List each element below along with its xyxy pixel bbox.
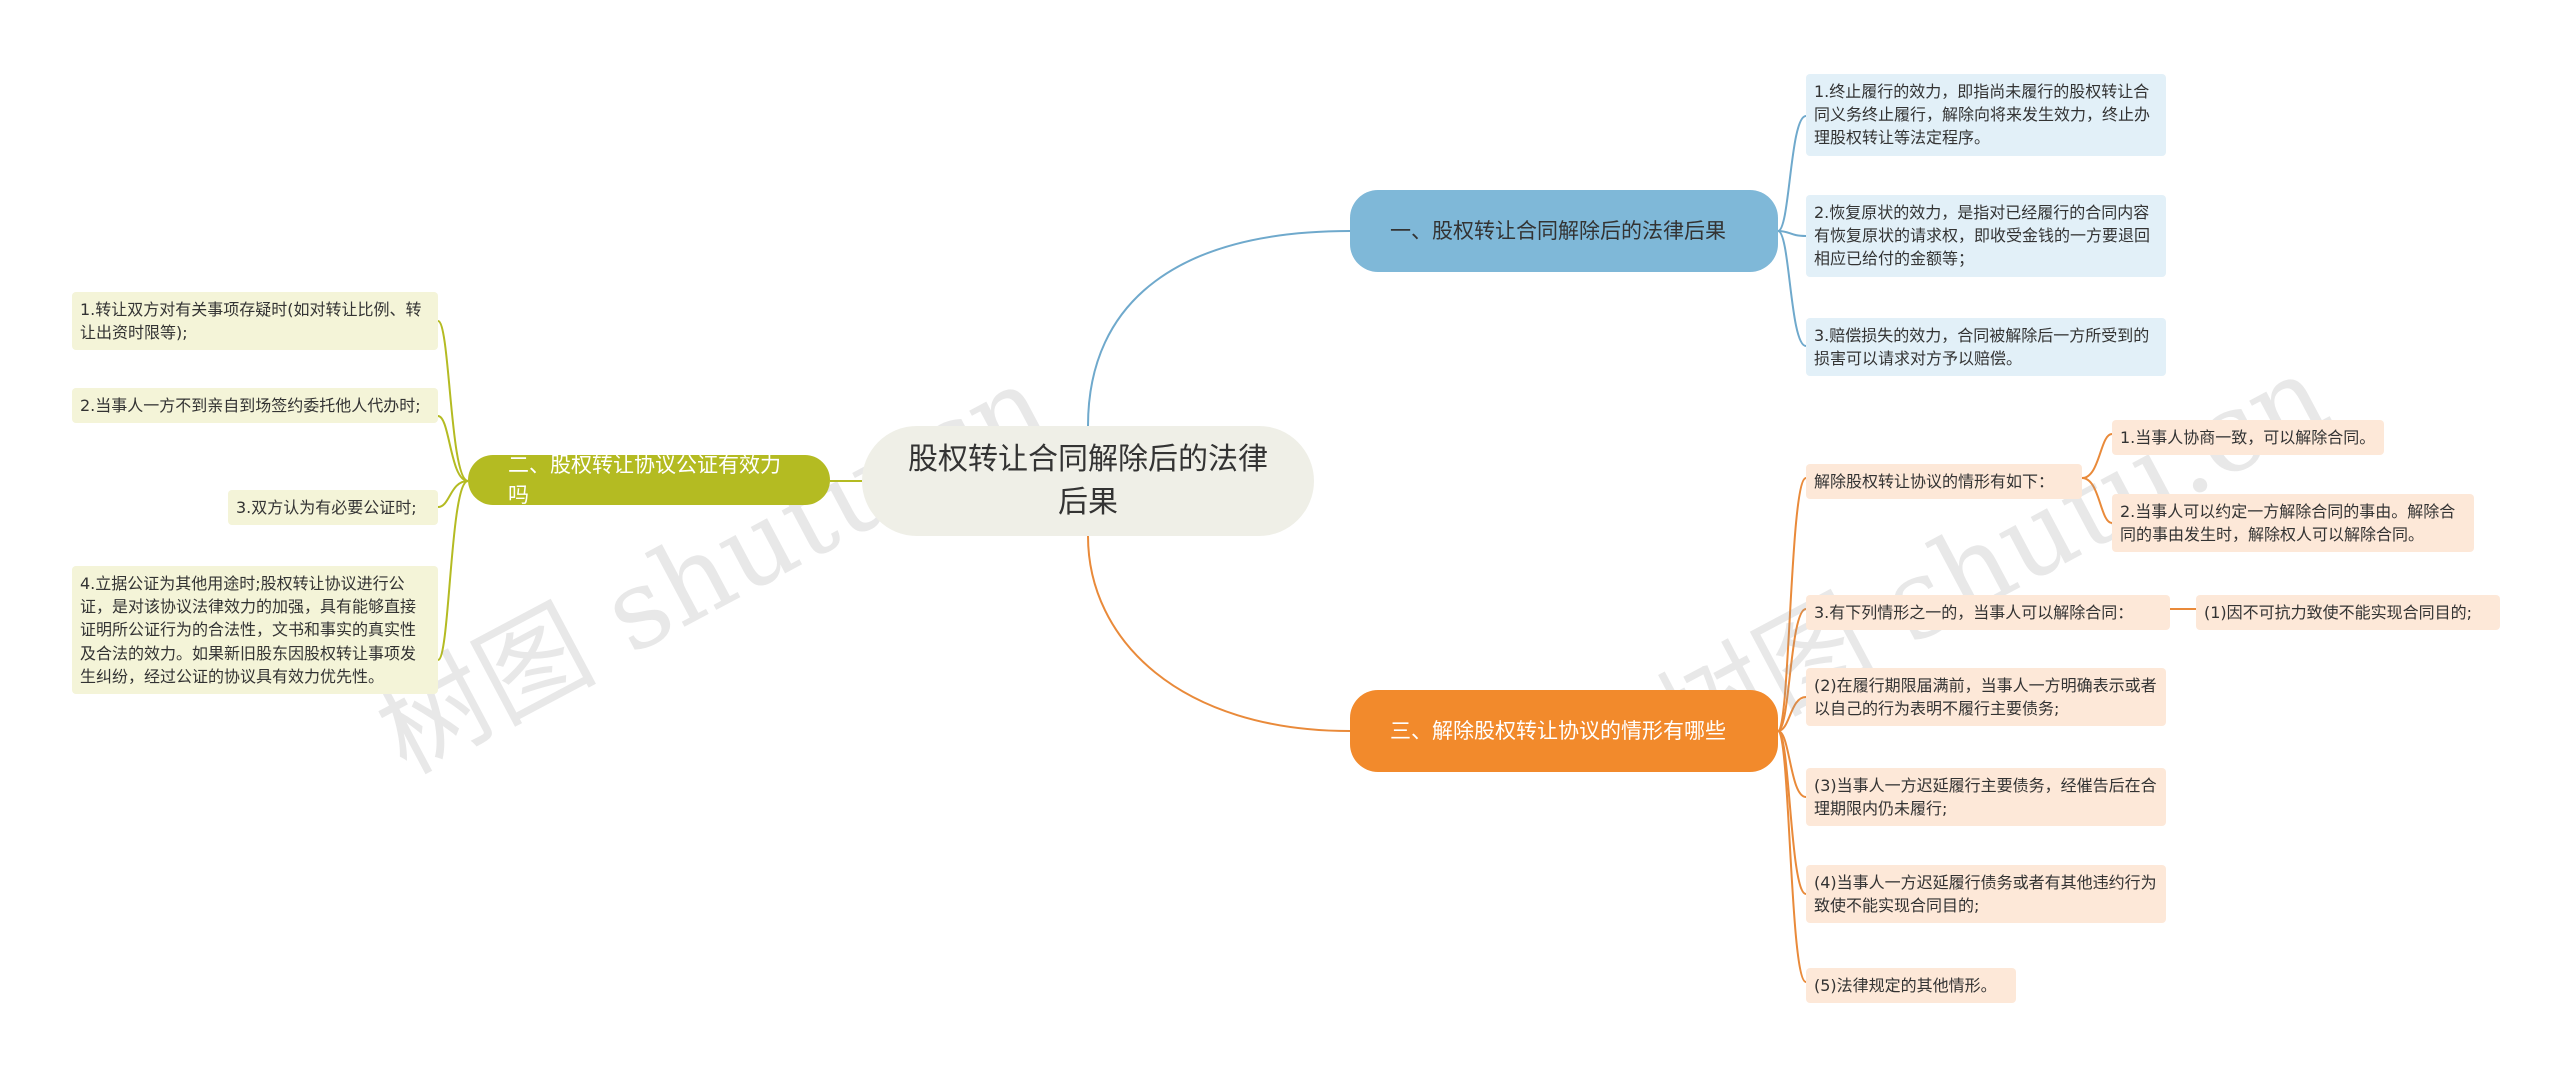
leaf-node[interactable]: 解除股权转让协议的情形有如下： [1806,464,2082,500]
leaf-text: 3.赔偿损失的效力，合同被解除后一方所受到的损害可以请求对方予以赔偿。 [1814,326,2150,369]
leaf-text: 2.恢复原状的效力，是指对已经履行的合同内容有恢复原状的请求权，即收受金钱的一方… [1814,203,2151,269]
leaf-text: 2.当事人可以约定一方解除合同的事由。解除合同的事由发生时，解除权人可以解除合同… [2120,502,2456,545]
leaf-node[interactable]: 1.当事人协商一致，可以解除合同。 [2112,420,2384,456]
leaf-text: 1.当事人协商一致，可以解除合同。 [2120,428,2376,447]
leaf-node[interactable]: (5)法律规定的其他情形。 [1806,968,2016,1004]
leaf-text: 4.立据公证为其他用途时;股权转让协议进行公证，是对该协议法律效力的加强，具有能… [80,574,417,686]
leaf-node[interactable]: 2.恢复原状的效力，是指对已经履行的合同内容有恢复原状的请求权，即收受金钱的一方… [1806,195,2166,277]
leaf-text: 解除股权转让协议的情形有如下： [1814,472,2055,491]
leaf-node[interactable]: 3.双方认为有必要公证时; [228,490,438,526]
branch-title: 一、股权转让合同解除后的法律后果 [1390,218,1726,243]
leaf-text: (3)当事人一方迟延履行主要债务，经催告后在合理期限内仍未履行; [1814,776,2157,819]
leaf-text: (5)法律规定的其他情形。 [1814,976,1997,995]
leaf-node[interactable]: 2.当事人可以约定一方解除合同的事由。解除合同的事由发生时，解除权人可以解除合同… [2112,494,2474,553]
leaf-node[interactable]: 3.赔偿损失的效力，合同被解除后一方所受到的损害可以请求对方予以赔偿。 [1806,318,2166,377]
leaf-node[interactable]: 3.有下列情形之一的，当事人可以解除合同： [1806,595,2170,631]
root-title: 股权转让合同解除后的法律后果 [908,441,1268,521]
branch-notary[interactable]: 二、股权转让协议公证有效力吗 [468,453,830,507]
leaf-node[interactable]: 1.转让双方对有关事项存疑时(如对转让比例、转让出资时限等); [72,292,438,351]
branch-legal-effect[interactable]: 一、股权转让合同解除后的法律后果 [1350,190,1778,272]
leaf-text: (4)当事人一方迟延履行债务或者有其他违约行为致使不能实现合同目的; [1814,873,2157,916]
leaf-text: (2)在履行期限届满前，当事人一方明确表示或者以自己的行为表明不履行主要债务; [1814,676,2157,719]
leaf-text: 1.终止履行的效力，即指尚未履行的股权转让合同义务终止履行，解除向将来发生效力，… [1814,82,2151,148]
leaf-node[interactable]: (4)当事人一方迟延履行债务或者有其他违约行为致使不能实现合同目的; [1806,865,2166,924]
leaf-node[interactable]: (2)在履行期限届满前，当事人一方明确表示或者以自己的行为表明不履行主要债务; [1806,668,2166,727]
leaf-text: 3.双方认为有必要公证时; [236,498,417,517]
branch-title: 二、股权转让协议公证有效力吗 [508,452,781,507]
leaf-node[interactable]: 4.立据公证为其他用途时;股权转让协议进行公证，是对该协议法律效力的加强，具有能… [72,566,438,694]
leaf-node[interactable]: (3)当事人一方迟延履行主要债务，经催告后在合理期限内仍未履行; [1806,768,2166,827]
leaf-node[interactable]: 2.当事人一方不到亲自到场签约委托他人代办时; [72,388,438,424]
branch-title: 三、解除股权转让协议的情形有哪些 [1390,718,1726,743]
leaf-text: (1)因不可抗力致使不能实现合同目的; [2204,603,2473,622]
root-node[interactable]: 股权转让合同解除后的法律后果 [862,426,1314,536]
leaf-node[interactable]: 1.终止履行的效力，即指尚未履行的股权转让合同义务终止履行，解除向将来发生效力，… [1806,74,2166,156]
leaf-text: 3.有下列情形之一的，当事人可以解除合同： [1814,603,2134,622]
leaf-node[interactable]: (1)因不可抗力致使不能实现合同目的; [2196,595,2500,631]
branch-termination-cases[interactable]: 三、解除股权转让协议的情形有哪些 [1350,690,1778,772]
leaf-text: 2.当事人一方不到亲自到场签约委托他人代办时; [80,396,421,415]
leaf-text: 1.转让双方对有关事项存疑时(如对转让比例、转让出资时限等); [80,300,422,343]
